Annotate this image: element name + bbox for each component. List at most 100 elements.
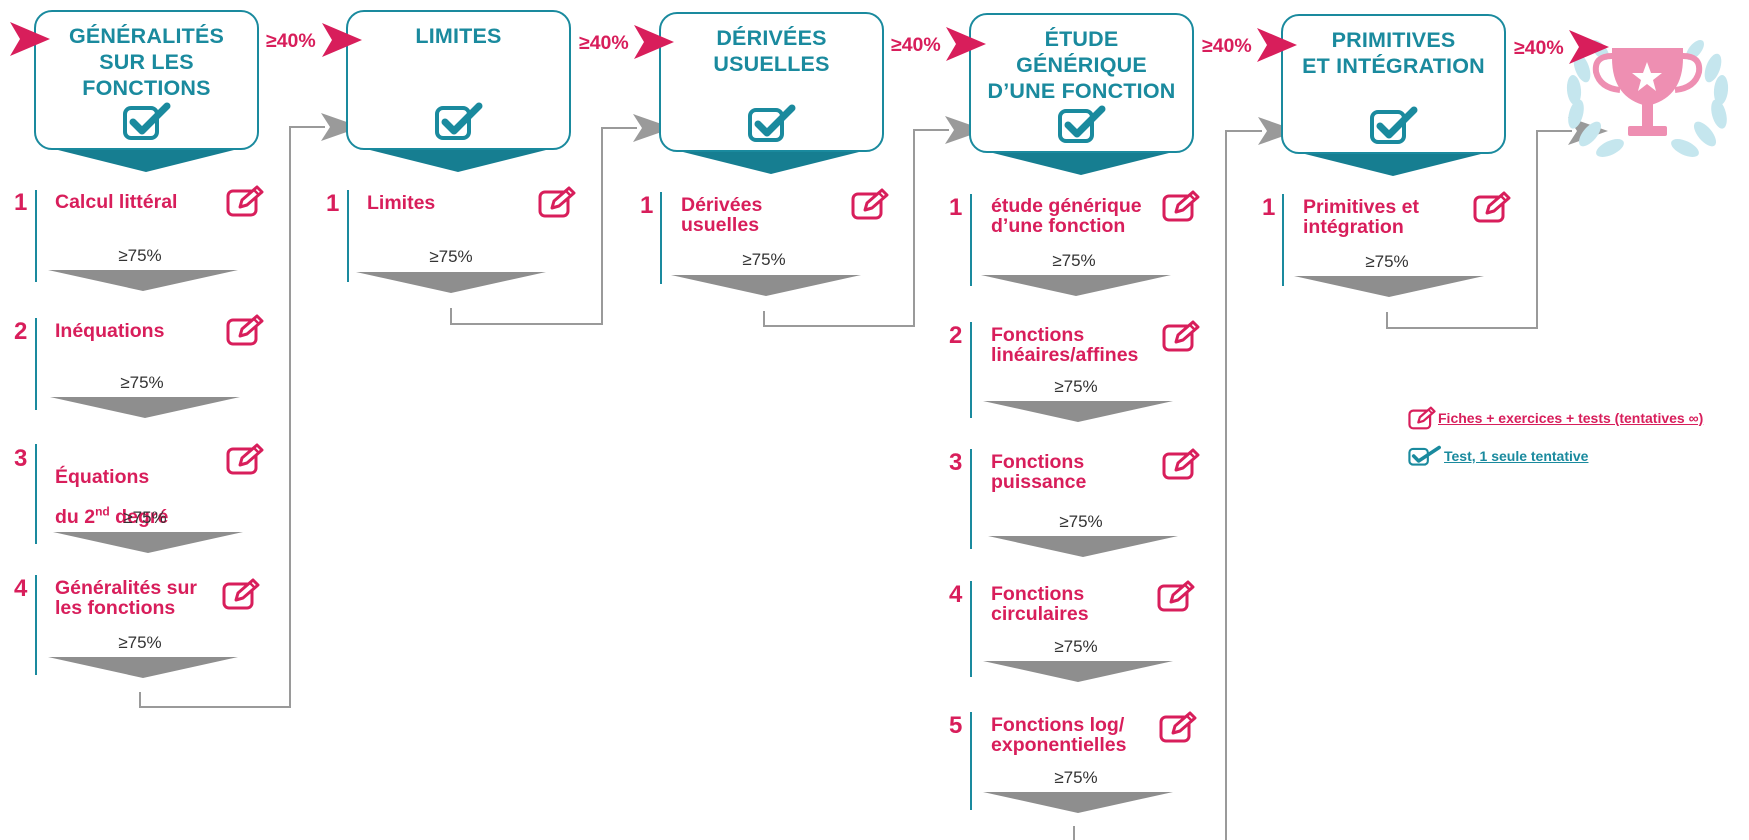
trophy-icon bbox=[1566, 40, 1729, 157]
module-title: LIMITES bbox=[415, 24, 502, 48]
gray-pointer bbox=[356, 272, 546, 293]
threshold-label: ≥75% bbox=[123, 508, 167, 527]
module-limites[interactable]: LIMITES bbox=[346, 10, 571, 150]
sequence-title[interactable]: Fonctions puissance bbox=[991, 451, 1087, 493]
sequence-number: 5 bbox=[949, 712, 963, 739]
threshold-module-label: ≥40% bbox=[891, 34, 941, 56]
threshold-label: ≥75% bbox=[120, 373, 164, 392]
pencil-icon[interactable] bbox=[538, 186, 576, 218]
threshold-module-label: ≥40% bbox=[1514, 37, 1564, 59]
sequence-number: 3 bbox=[14, 445, 28, 472]
check-icon[interactable] bbox=[1058, 105, 1106, 145]
module-generalites[interactable]: GÉNÉRALITÉS SUR LES FONCTIONS bbox=[34, 10, 259, 150]
sequence-title[interactable]: Généralités sur les fonctions bbox=[55, 577, 197, 619]
threshold-label: ≥75% bbox=[1059, 512, 1103, 531]
pencil-icon[interactable] bbox=[1159, 711, 1197, 743]
connector-arrowhead bbox=[1258, 117, 1298, 145]
threshold-module-label: ≥40% bbox=[266, 30, 316, 52]
module-pointer bbox=[683, 152, 859, 174]
pencil-icon[interactable] bbox=[222, 578, 260, 610]
sequence-number: 1 bbox=[326, 190, 340, 217]
module-pointer bbox=[1305, 154, 1481, 176]
sequence-title[interactable]: Inéquations bbox=[55, 320, 165, 342]
sequence-title[interactable]: Fonctions log/ exponentielles bbox=[991, 714, 1127, 756]
pencil-icon[interactable] bbox=[226, 443, 264, 475]
pencil-icon[interactable] bbox=[226, 185, 264, 217]
sequence-number: 2 bbox=[14, 318, 28, 345]
legend-exercises-label[interactable]: Fiches + exercices + tests (tentatives ∞… bbox=[1438, 410, 1704, 426]
sequence-bar bbox=[970, 194, 972, 286]
pencil-icon[interactable] bbox=[226, 314, 264, 346]
check-icon bbox=[1408, 445, 1441, 466]
gray-pointer bbox=[671, 275, 861, 296]
gray-pointer bbox=[1294, 276, 1484, 297]
gray-pointer bbox=[983, 401, 1173, 422]
module-title: ÉTUDE GÉNÉRIQUE D’UNE FONCTION bbox=[987, 27, 1176, 103]
gray-pointer bbox=[983, 792, 1173, 813]
threshold-label: ≥75% bbox=[1365, 252, 1409, 271]
module-arrow-icon bbox=[322, 23, 362, 57]
connector-1-to-2 bbox=[139, 126, 325, 708]
module-title: GÉNÉRALITÉS SUR LES FONCTIONS bbox=[68, 24, 225, 100]
module-primitives[interactable]: PRIMITIVES ET INTÉGRATION bbox=[1281, 14, 1506, 154]
check-icon[interactable] bbox=[123, 102, 171, 142]
sequence-title[interactable]: étude générique d’une fonction bbox=[991, 195, 1142, 237]
pencil-icon bbox=[1408, 406, 1436, 430]
module-arrow-icon bbox=[946, 27, 986, 61]
pencil-icon[interactable] bbox=[1162, 190, 1200, 222]
sequence-bar bbox=[970, 449, 972, 549]
sequence-number: 4 bbox=[949, 581, 963, 608]
pencil-icon[interactable] bbox=[1473, 191, 1511, 223]
sequence-bar bbox=[970, 322, 972, 418]
sequence-title[interactable]: Fonctions circulaires bbox=[991, 583, 1089, 625]
pencil-icon[interactable] bbox=[1157, 580, 1195, 612]
threshold-label: ≥75% bbox=[1054, 637, 1098, 656]
sequence-title[interactable]: Dérivées usuelles bbox=[681, 194, 763, 236]
sequence-number: 1 bbox=[14, 189, 28, 216]
gray-pointer bbox=[48, 657, 238, 678]
sequence-number: 1 bbox=[640, 192, 654, 219]
module-pointer bbox=[58, 150, 234, 172]
module-etude-generique[interactable]: ÉTUDE GÉNÉRIQUE D’UNE FONCTION bbox=[969, 13, 1194, 153]
sequence-bar bbox=[35, 318, 37, 410]
check-icon[interactable] bbox=[1370, 106, 1418, 146]
gray-pointer bbox=[50, 397, 240, 418]
check-icon[interactable] bbox=[435, 102, 483, 142]
sequence-title-line: degré bbox=[109, 506, 169, 528]
module-title: PRIMITIVES ET INTÉGRATION bbox=[1302, 28, 1485, 78]
sequence-number: 3 bbox=[949, 449, 963, 476]
connector-arrowhead bbox=[945, 116, 985, 144]
connector-2-to-3 bbox=[450, 127, 637, 325]
sequence-title[interactable]: Fonctions linéaires/affines bbox=[991, 324, 1139, 366]
module-arrow-icon bbox=[634, 25, 674, 59]
legend-test-label[interactable]: Test, 1 seule tentative bbox=[1444, 448, 1589, 464]
threshold-label: ≥75% bbox=[118, 246, 162, 265]
sequence-title-line: Équations bbox=[55, 466, 150, 488]
sequence-bar bbox=[35, 444, 37, 544]
pencil-icon[interactable] bbox=[1162, 320, 1200, 352]
sequence-number: 1 bbox=[949, 194, 963, 221]
pencil-icon[interactable] bbox=[851, 188, 889, 220]
threshold-label: ≥75% bbox=[742, 250, 786, 269]
sequence-number: 4 bbox=[14, 575, 28, 602]
sequence-title[interactable]: Limites bbox=[367, 192, 436, 214]
sequence-title[interactable]: Équations du 2nd degré bbox=[55, 447, 168, 527]
threshold-label: ≥75% bbox=[1052, 251, 1096, 270]
gray-pointer bbox=[981, 275, 1171, 296]
sequence-bar bbox=[970, 581, 972, 677]
start-arrow-icon bbox=[10, 22, 50, 56]
connector-3-to-4 bbox=[763, 129, 949, 327]
pencil-icon[interactable] bbox=[1162, 448, 1200, 480]
connector-arrowhead bbox=[633, 114, 673, 142]
module-derivees[interactable]: DÉRIVÉES USUELLES bbox=[659, 12, 884, 152]
sequence-title[interactable]: Primitives et intégration bbox=[1303, 196, 1419, 238]
gray-pointer bbox=[48, 270, 238, 291]
sequence-title[interactable]: Calcul littéral bbox=[55, 191, 178, 213]
threshold-label: ≥75% bbox=[1054, 377, 1098, 396]
module-arrow-icon bbox=[1257, 28, 1297, 62]
threshold-label: ≥75% bbox=[429, 247, 473, 266]
check-icon[interactable] bbox=[748, 104, 796, 144]
final-arrow-icon bbox=[1569, 30, 1609, 64]
gray-pointer bbox=[988, 536, 1178, 557]
sequence-bar bbox=[35, 575, 37, 675]
